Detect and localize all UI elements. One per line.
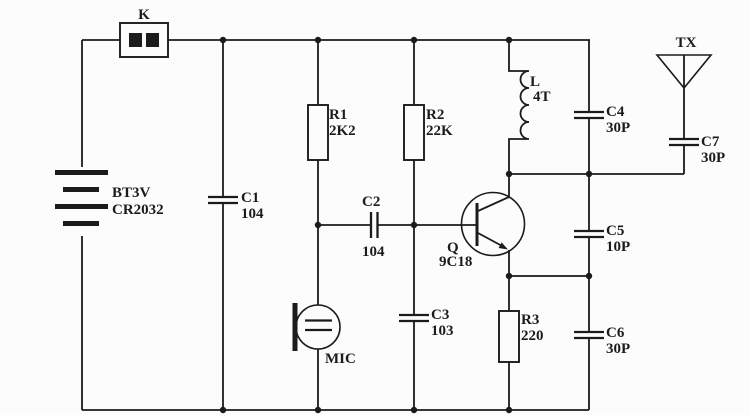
resistor-r1: R1 2K2	[307, 104, 356, 161]
c4-plates	[574, 110, 604, 120]
junction-dot	[410, 36, 418, 44]
junction-dot	[505, 36, 513, 44]
junction-dot	[219, 406, 227, 414]
transistor-emitter	[477, 232, 505, 248]
r3-body	[498, 310, 520, 363]
c2-value: 104	[362, 244, 385, 260]
c6-ref: C6	[606, 325, 625, 341]
r1-body	[307, 104, 329, 161]
emitter-arrow	[498, 242, 508, 250]
r2-value: 22K	[426, 123, 453, 139]
c3-plates	[399, 313, 429, 323]
junction-dot	[585, 170, 593, 178]
switch-label: K	[138, 7, 150, 23]
r3-value: 220	[521, 328, 544, 344]
battery-plate-long-2	[55, 204, 108, 209]
inductor-coil	[508, 40, 530, 174]
power-switch: K	[119, 7, 169, 58]
mic-electret-plates	[305, 319, 332, 332]
inductor-l: L 4T	[508, 40, 551, 174]
antenna-label: TX	[676, 35, 697, 51]
c2-plates	[369, 212, 379, 238]
junction-dot	[219, 36, 227, 44]
capacitor-c4: C4 30P	[574, 104, 630, 136]
inductor-ref: L	[530, 74, 540, 90]
c7-value: 30P	[701, 150, 725, 166]
mic-body	[295, 304, 341, 350]
r1-ref: R1	[329, 107, 347, 123]
capacitor-c5: C5 10P	[574, 223, 630, 255]
resistor-r3: R3 220	[498, 310, 544, 363]
transistor-value: 9C18	[439, 254, 472, 270]
battery-value: CR2032	[112, 202, 164, 218]
c1-plates	[208, 195, 238, 205]
c5-value: 10P	[606, 239, 630, 255]
transistor-ref: Q	[447, 240, 459, 256]
inductor-value: 4T	[533, 89, 551, 105]
junction-dot	[314, 36, 322, 44]
capacitor-c6: C6 30P	[574, 325, 630, 357]
junction-dot	[314, 406, 322, 414]
junction-dot	[505, 406, 513, 414]
capacitor-c3: C3 103	[399, 307, 454, 339]
r2-body	[403, 104, 425, 161]
battery: BT3V CR2032	[55, 170, 164, 226]
battery-plate-long-1	[55, 170, 108, 175]
battery-ref: BT3V	[112, 185, 151, 201]
mic-membrane-bar	[292, 303, 298, 351]
resistor-r2: R2 22K	[403, 104, 453, 161]
c7-plates	[669, 137, 699, 147]
antenna-tx: TX	[655, 35, 713, 90]
c5-plates	[574, 229, 604, 239]
c3-value: 103	[431, 323, 454, 339]
c4-value: 30P	[606, 120, 630, 136]
junction-dot	[314, 221, 322, 229]
battery-plate-short-2	[63, 221, 99, 226]
capacitor-c1: C1 104	[208, 190, 264, 222]
wires	[81, 39, 685, 411]
switch-contact-right	[146, 33, 159, 47]
battery-plate-short-1	[63, 187, 99, 192]
c6-plates	[574, 330, 604, 340]
transistor-collector	[477, 196, 510, 212]
capacitor-c7: C7 30P	[669, 134, 725, 166]
microphone: MIC	[292, 303, 356, 367]
capacitor-c2: C2 104	[362, 194, 385, 260]
junction-dot	[410, 406, 418, 414]
transistor-q: Q 9C18	[439, 191, 526, 270]
c6-value: 30P	[606, 341, 630, 357]
junction-dot	[505, 170, 513, 178]
mic-label: MIC	[325, 351, 356, 367]
c2-ref: C2	[362, 194, 380, 210]
c4-ref: C4	[606, 104, 625, 120]
junction-dot	[410, 221, 418, 229]
r1-value: 2K2	[329, 123, 356, 139]
c5-ref: C5	[606, 223, 624, 239]
junction-dot	[505, 272, 513, 280]
c7-ref: C7	[701, 134, 720, 150]
junction-dot	[585, 272, 593, 280]
c1-value: 104	[241, 206, 264, 222]
r2-ref: R2	[426, 107, 444, 123]
transistor-body	[460, 191, 526, 257]
switch-contact-left	[129, 33, 142, 47]
c1-ref: C1	[241, 190, 259, 206]
antenna-triangle	[655, 54, 713, 90]
c3-ref: C3	[431, 307, 449, 323]
r3-ref: R3	[521, 312, 539, 328]
switch-body	[119, 22, 169, 58]
junction-dots	[219, 36, 593, 414]
